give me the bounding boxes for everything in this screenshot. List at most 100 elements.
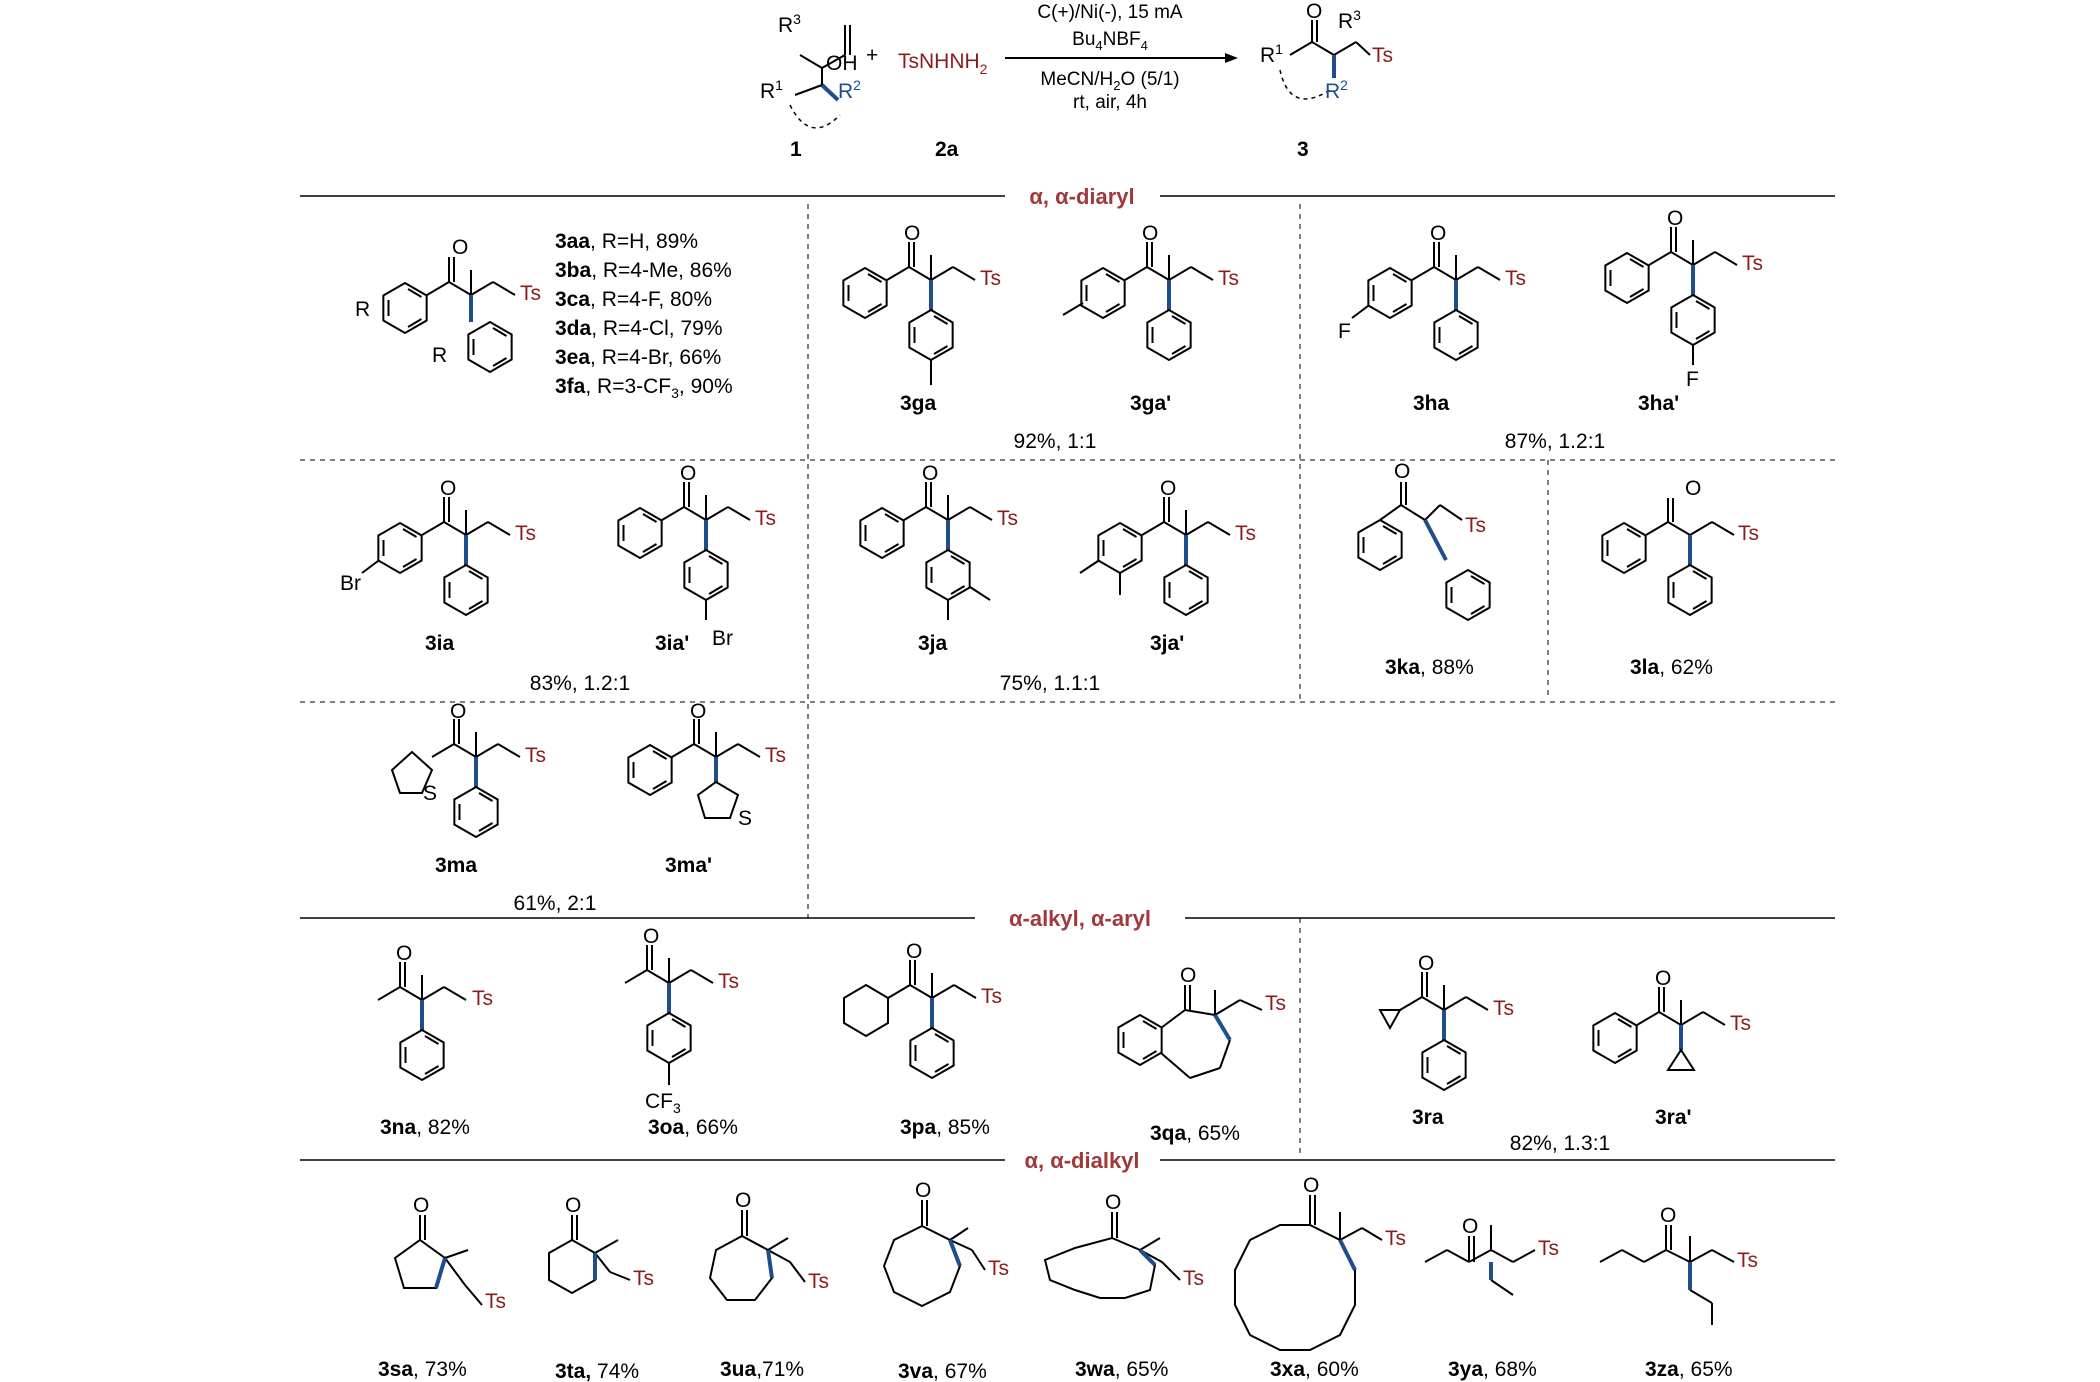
section-title-dialkyl: α, α-dialkyl	[1024, 1148, 1139, 1173]
svg-text:O: O	[922, 462, 938, 485]
svg-text:O: O	[1160, 477, 1176, 500]
label-3la: 3la, 62%	[1630, 656, 1713, 679]
svg-text:Ts: Ts	[1738, 522, 1759, 545]
structure-3ra-prime: O Ts 3ra'	[1592, 967, 1751, 1129]
plus-sign: +	[866, 44, 878, 67]
svg-text:O: O	[1430, 222, 1446, 245]
ratio-3ha: 87%, 1.2:1	[1505, 430, 1605, 453]
compound-2a-label: 2a	[935, 138, 959, 161]
section-title-diaryl: α, α-diaryl	[1029, 184, 1134, 209]
svg-text:O: O	[1685, 477, 1701, 500]
structure-3ka: O Ts 3ka, 88%	[1357, 460, 1491, 679]
svg-text:3ba, R=4-Me, 86%: 3ba, R=4-Me, 86%	[555, 259, 732, 282]
svg-text:O: O	[413, 1194, 429, 1217]
label-3ga: 3ga	[900, 392, 937, 415]
label-3ha-prime: 3ha'	[1638, 392, 1679, 415]
section-dialkyl: α, α-dialkyl	[300, 1148, 1835, 1173]
structure-3ga: O Ts 3ga	[842, 222, 1001, 415]
svg-text:O: O	[396, 942, 412, 965]
svg-text:Ts: Ts	[525, 744, 546, 767]
svg-text:O: O	[1394, 460, 1410, 483]
grid-lines	[300, 204, 1835, 1155]
svg-text:3da, R=4-Cl, 79%: 3da, R=4-Cl, 79%	[555, 317, 723, 340]
product-r2-label: R2	[1325, 77, 1348, 103]
svg-text:O: O	[680, 462, 696, 485]
label-3ra: 3ra	[1412, 1106, 1444, 1129]
svg-text:CF3: CF3	[645, 1090, 681, 1116]
ts-label: Ts	[520, 282, 541, 305]
svg-text:Br: Br	[340, 572, 361, 595]
svg-text:Ts: Ts	[1183, 1267, 1204, 1290]
general-yield-list: 3aa, R=H, 89% 3ba, R=4-Me, 86% 3ca, R=4-…	[555, 230, 733, 401]
svg-text:Ts: Ts	[718, 970, 739, 993]
structure-3ia: Br O Ts 3ia	[340, 477, 536, 655]
svg-text:3sa, 73%: 3sa, 73%	[378, 1358, 467, 1381]
section-alkyl-aryl: α-alkyl, α-aryl	[300, 906, 1835, 931]
svg-text:F: F	[1686, 368, 1699, 391]
section-diaryl: α, α-diaryl	[300, 184, 1835, 209]
structure-3ia-prime: Br O Ts 3ia'	[617, 462, 776, 655]
structure-3ja: O Ts 3ja	[859, 462, 1018, 655]
r-sub-label: R	[355, 298, 370, 321]
label-3ka: 3ka, 88%	[1385, 656, 1474, 679]
o-label: O	[452, 236, 468, 259]
structure-3la: O Ts 3la, 62%	[1601, 477, 1759, 679]
dialkyl-atom-labels: O Ts O Ts O Ts O Ts O Ts O Ts O Ts O Ts	[413, 1174, 1758, 1313]
ratio-3ga: 92%, 1:1	[1014, 430, 1097, 453]
svg-text:O: O	[735, 1189, 751, 1212]
product-3: O R3 R1 R2 Ts 3	[1260, 0, 1393, 161]
svg-text:3za, 65%: 3za, 65%	[1645, 1358, 1733, 1381]
label-3ja-prime: 3ja'	[1150, 632, 1184, 655]
structure-3ma: S O Ts 3ma	[390, 700, 546, 877]
structure-3ga-prime: O Ts 3ga'	[1062, 222, 1239, 415]
structure-3qa: O Ts 3qa, 65%	[1117, 964, 1286, 1145]
ratio-3ma: 61%, 2:1	[514, 892, 597, 915]
svg-text:Ts: Ts	[1493, 997, 1514, 1020]
svg-text:O: O	[690, 700, 706, 723]
r1-label: R1	[760, 77, 783, 103]
reaction-conditions: C(+)/Ni(-), 15 mA Bu4NBF4 MeCN/H2O (5/1)…	[1005, 2, 1238, 113]
svg-text:Ts: Ts	[1265, 992, 1286, 1015]
section-title-alkyl-aryl: α-alkyl, α-aryl	[1009, 906, 1151, 931]
svg-text:3ua,71%: 3ua,71%	[720, 1358, 804, 1381]
svg-text:O: O	[1667, 207, 1683, 230]
svg-text:Ts: Ts	[988, 1257, 1009, 1280]
structure-3ha: F O Ts 3ha	[1338, 222, 1526, 415]
structure-3ja-prime: O Ts 3ja'	[1079, 477, 1256, 655]
r3-label: R3	[778, 11, 801, 37]
label-3ia: 3ia	[425, 632, 455, 655]
label-3oa: 3oa, 66%	[648, 1116, 738, 1139]
r-sub-label-2: R	[432, 344, 447, 367]
svg-text:Ts: Ts	[808, 1270, 829, 1293]
svg-text:Ts: Ts	[515, 522, 536, 545]
svg-text:O: O	[1105, 1191, 1121, 1214]
svg-text:O: O	[904, 222, 920, 245]
svg-text:S: S	[738, 807, 752, 830]
dialkyl-labels: 3sa, 73% 3ta, 74% 3ua,71% 3va, 67% 3wa, …	[378, 1358, 1733, 1382]
compound-1-label: 1	[790, 138, 802, 161]
structure-3ma-prime: S O Ts 3ma'	[627, 700, 786, 877]
svg-text:Ts: Ts	[1730, 1012, 1751, 1035]
label-3ia-prime: 3ia'	[655, 632, 689, 655]
reactant-1: R3 OH R1 R2 1	[760, 11, 861, 161]
label-3qa: 3qa, 65%	[1150, 1122, 1240, 1145]
arrow-head-icon	[1225, 53, 1238, 63]
svg-text:3xa, 60%: 3xa, 60%	[1270, 1358, 1359, 1381]
svg-text:Ts: Ts	[1505, 267, 1526, 290]
product-o-label: O	[1306, 0, 1322, 23]
label-3ra-prime: 3ra'	[1655, 1106, 1692, 1129]
svg-text:3va, 67%: 3va, 67%	[898, 1360, 987, 1382]
svg-text:O: O	[1655, 967, 1671, 990]
label-3pa: 3pa, 85%	[900, 1116, 990, 1139]
svg-text:3ya, 68%: 3ya, 68%	[1448, 1358, 1537, 1381]
label-3ha: 3ha	[1413, 392, 1450, 415]
svg-text:O: O	[565, 1194, 581, 1217]
label-3ma-prime: 3ma'	[665, 854, 712, 877]
dialkyl-blue-bonds	[434, 1239, 1692, 1290]
r2-label: R2	[838, 77, 861, 103]
svg-text:Ts: Ts	[1218, 267, 1239, 290]
structure-general-diaryl: R R O Ts	[355, 236, 541, 373]
condition-temp: rt, air, 4h	[1073, 92, 1147, 113]
svg-text:Ts: Ts	[755, 507, 776, 530]
